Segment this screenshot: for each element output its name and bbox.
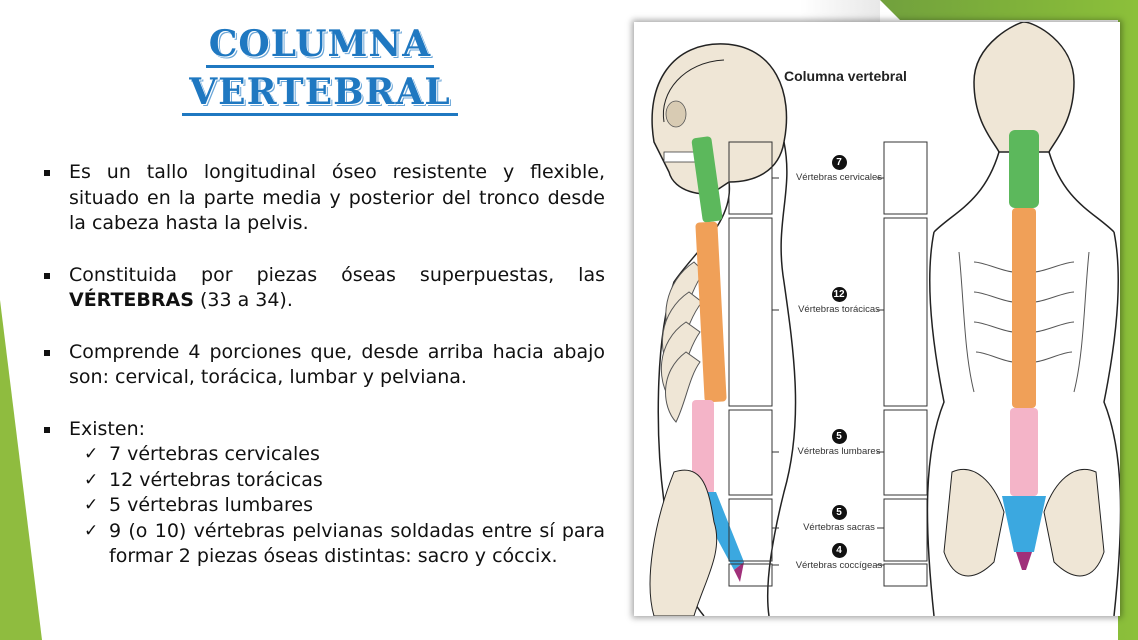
bullet-text: Existen:: [69, 417, 146, 440]
bullet-portions: Comprende 4 porciones que, desde arriba …: [44, 340, 605, 391]
bullet-text: (33 a 34).: [193, 289, 293, 311]
spine-illustration: [649, 22, 1120, 616]
count-badge: 4: [831, 543, 847, 558]
back-view-figure: [926, 22, 1120, 616]
check-icon: ✓: [84, 469, 99, 490]
page-title: COLUMNA VERTEBRAL: [160, 24, 480, 120]
check-icon: ✓: [84, 444, 99, 464]
title-line-2: VERTEBRAL: [182, 72, 458, 116]
body-content: Es un tallo longitudinal óseo resistente…: [44, 160, 605, 570]
spine-diagram: Columna vertebral 7 Vértebras cervicales…: [634, 22, 1120, 616]
count-badge: 12: [831, 287, 847, 302]
bullet-definition: Es un tallo longitudinal óseo resistente…: [44, 160, 605, 237]
side-view-figure: [649, 43, 797, 616]
bullet-text: Es un tallo longitudinal óseo resistente…: [69, 161, 605, 234]
check-icon: ✓: [84, 495, 99, 515]
vertebrae-count-list: ✓7 vértebras cervicales ✓12 vértebras to…: [84, 442, 605, 570]
check-icon: ✓: [84, 520, 99, 541]
diagram-title: Columna vertebral: [784, 68, 907, 84]
label-cervical: 7 Vértebras cervicales: [795, 155, 883, 183]
bold-term: VÉRTEBRAS: [69, 289, 194, 311]
label-lumbar: 5 Vértebras lumbares: [797, 429, 881, 457]
label-coccygeal: 4 Vértebras coccígeas: [795, 543, 883, 571]
label-sacral: 5 Vértebras sacras: [803, 505, 875, 533]
title-line-1: COLUMNA: [206, 24, 434, 68]
list-item: ✓5 vértebras lumbares: [84, 493, 605, 519]
bullet-composition: Constituida por piezas óseas superpuesta…: [44, 263, 605, 314]
list-item: ✓12 vértebras torácicas: [84, 468, 605, 494]
bullet-existen: Existen:: [44, 417, 605, 443]
label-thoracic: 12 Vértebras torácicas: [798, 287, 880, 315]
bullet-text: Constituida por piezas óseas superpuesta…: [69, 263, 605, 286]
list-item: ✓7 vértebras cervicales: [84, 442, 605, 468]
list-item: ✓9 (o 10) vértebras pelvianas soldadas e…: [84, 519, 605, 568]
count-badge: 5: [831, 505, 847, 520]
count-badge: 7: [831, 155, 847, 170]
decorative-grey-band: [800, 0, 880, 24]
count-badge: 5: [831, 429, 847, 444]
bullet-text: Comprende 4 porciones que, desde arriba …: [69, 340, 605, 389]
decorative-green-triangle: [0, 300, 42, 640]
